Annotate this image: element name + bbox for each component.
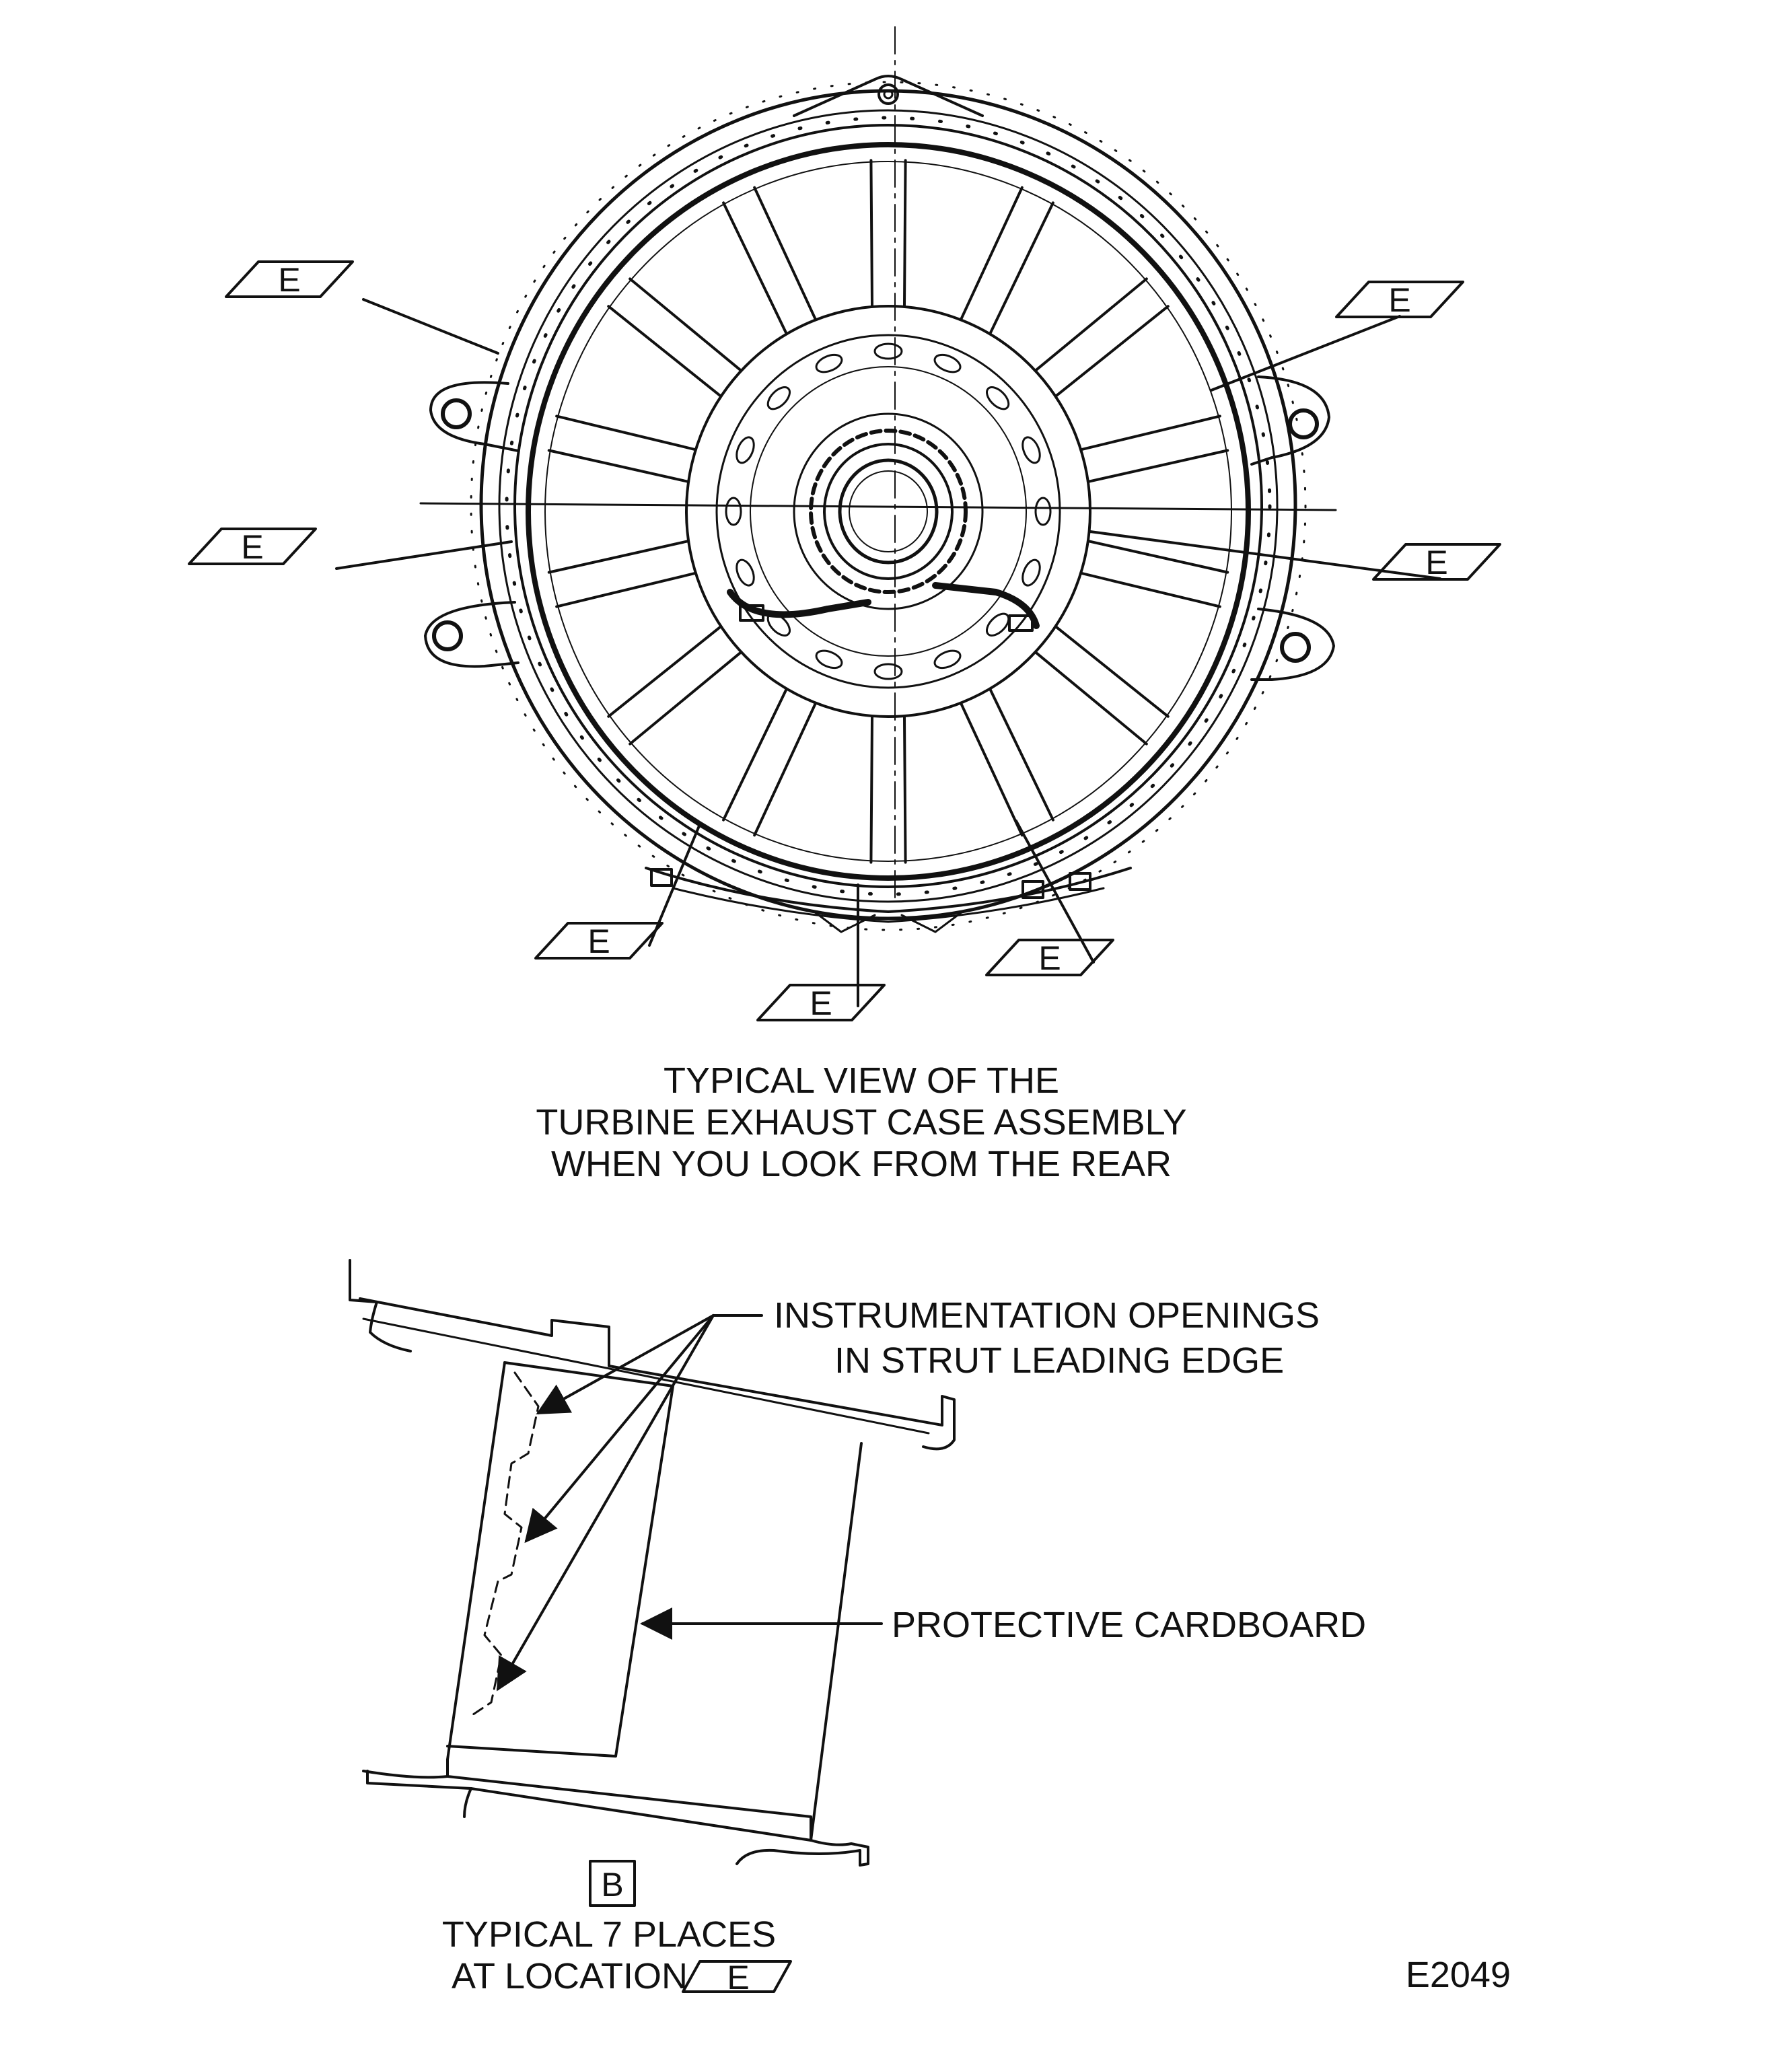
right-upper-mount-lug bbox=[1250, 375, 1330, 466]
location-e-tag: E bbox=[534, 823, 701, 960]
protective-cardboard-callout: PROTECTIVE CARDBOARD bbox=[892, 1605, 1366, 1645]
detail-caption-line-2: AT LOCATION bbox=[452, 1956, 688, 1996]
location-e-letter: E bbox=[810, 984, 832, 1022]
hub-hole bbox=[815, 649, 843, 670]
location-e-tags: E E E E E E E bbox=[188, 260, 1501, 1022]
strut bbox=[1034, 625, 1170, 746]
location-e-letter: E bbox=[1388, 281, 1410, 319]
hub-lightening-holes bbox=[725, 342, 1052, 680]
instrumentation-openings-leaders bbox=[497, 1314, 763, 1692]
hub-hole bbox=[985, 386, 1010, 410]
left-upper-mount-lug bbox=[429, 381, 519, 452]
figure-number: E2049 bbox=[1406, 1955, 1511, 1995]
hub-hole bbox=[985, 612, 1010, 637]
turbine-exhaust-case-drawing bbox=[419, 26, 1337, 933]
location-e-letter: E bbox=[587, 923, 610, 960]
hub bbox=[685, 305, 1091, 718]
rear-view-caption: TYPICAL VIEW OF THE TURBINE EXHAUST CASE… bbox=[536, 1060, 1186, 1184]
view-b-label: B bbox=[589, 1860, 636, 1907]
location-e-tag: E bbox=[1089, 530, 1501, 581]
rear-view-caption-line-2: TURBINE EXHAUST CASE ASSEMBLY bbox=[536, 1102, 1186, 1143]
hub-hole bbox=[873, 342, 903, 360]
detail-location-tag: E bbox=[682, 1959, 792, 1996]
strut-detail-drawing bbox=[349, 1259, 956, 1867]
case-inner-ring bbox=[526, 142, 1251, 881]
bottom-fairing bbox=[645, 867, 1132, 933]
strut bbox=[722, 186, 817, 335]
location-e-letter: E bbox=[1425, 544, 1447, 581]
left-lower-mount-lug bbox=[424, 601, 519, 668]
protective-cardboard-outline bbox=[446, 1361, 674, 1758]
hub-hole bbox=[933, 649, 962, 670]
center-bearing bbox=[793, 412, 984, 610]
location-e-letter: E bbox=[278, 261, 300, 299]
oil-tubes bbox=[727, 582, 1040, 632]
hub-hole bbox=[766, 386, 791, 410]
right-lower-mount-lug bbox=[1250, 608, 1335, 681]
location-e-letter: E bbox=[241, 528, 263, 566]
hub-hole bbox=[1034, 497, 1052, 526]
detail-caption-line-1: TYPICAL 7 PLACES bbox=[442, 1914, 776, 1955]
location-e-tag: E bbox=[1210, 281, 1464, 392]
strut bbox=[1034, 277, 1170, 398]
strut bbox=[869, 715, 907, 864]
rear-view-caption-line-3: WHEN YOU LOOK FROM THE REAR bbox=[551, 1144, 1172, 1184]
strut bbox=[960, 186, 1054, 335]
instrumentation-openings-outline bbox=[470, 1371, 540, 1717]
location-e-tag: E bbox=[225, 260, 499, 355]
strut bbox=[722, 688, 817, 837]
struts bbox=[547, 159, 1229, 864]
instrumentation-openings-callout-line-1: INSTRUMENTATION OPENINGS bbox=[774, 1295, 1320, 1336]
hub-hole bbox=[873, 663, 903, 680]
detail-location-tag-letter: E bbox=[727, 1959, 749, 1996]
top-lug bbox=[793, 75, 984, 117]
horizontal-centerline bbox=[419, 502, 1337, 511]
location-e-tag: E bbox=[985, 820, 1114, 977]
hub-hole bbox=[1022, 558, 1041, 587]
hub-hole bbox=[736, 436, 755, 464]
instrumentation-openings-callout-line-2: IN STRUT LEADING EDGE bbox=[834, 1340, 1284, 1381]
hub-hole bbox=[1022, 436, 1041, 464]
strut bbox=[547, 414, 697, 483]
hub-hole bbox=[815, 353, 843, 373]
strut bbox=[869, 159, 907, 308]
strut bbox=[1079, 540, 1229, 608]
hub-hole bbox=[933, 353, 962, 373]
strut bbox=[607, 625, 743, 746]
hub-hole bbox=[725, 497, 742, 526]
strut bbox=[607, 277, 743, 398]
rear-view-caption-line-1: TYPICAL VIEW OF THE bbox=[664, 1060, 1059, 1101]
strut bbox=[960, 688, 1054, 837]
hub-hole bbox=[736, 558, 755, 587]
location-e-letter: E bbox=[1038, 939, 1061, 977]
view-b-letter: B bbox=[601, 1866, 623, 1904]
strut bbox=[1079, 414, 1229, 483]
location-e-tag: E bbox=[756, 883, 886, 1022]
strut bbox=[547, 540, 697, 608]
location-e-tag: E bbox=[188, 528, 513, 570]
